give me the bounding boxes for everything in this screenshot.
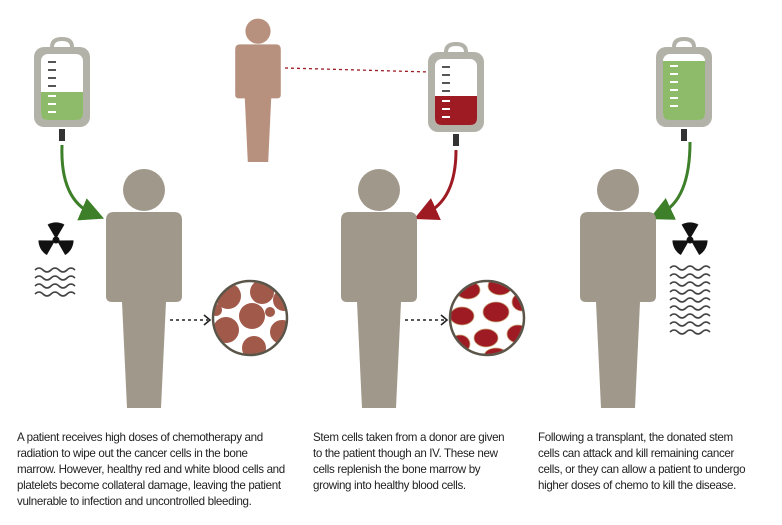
waves-icon [34,267,76,297]
iv-bag-icon [654,37,714,141]
damaged-cells-icon [211,279,289,357]
radiation-icon [36,222,76,257]
iv-line-arrow [649,141,692,220]
waves-icon [669,265,711,335]
iv-line-arrow [60,144,105,221]
caption-chemotherapy: A patient receives high doses of chemoth… [17,431,285,508]
blood-cells-icon [448,279,526,357]
radiation-icon [670,222,710,257]
patient-figure [106,169,182,408]
caption-post-transplant: Following a transplant, the donated stem… [538,431,746,492]
patient-figure [341,169,417,408]
iv-bag-icon [426,42,486,146]
iv-line-arrow [414,149,458,220]
iv-bag-icon [32,37,92,141]
patient-figure [580,169,656,408]
donor-connector [284,67,431,73]
caption-stem-cell-infusion: Stem cells taken from a donor are given … [313,431,505,492]
donor-figure [235,18,281,162]
